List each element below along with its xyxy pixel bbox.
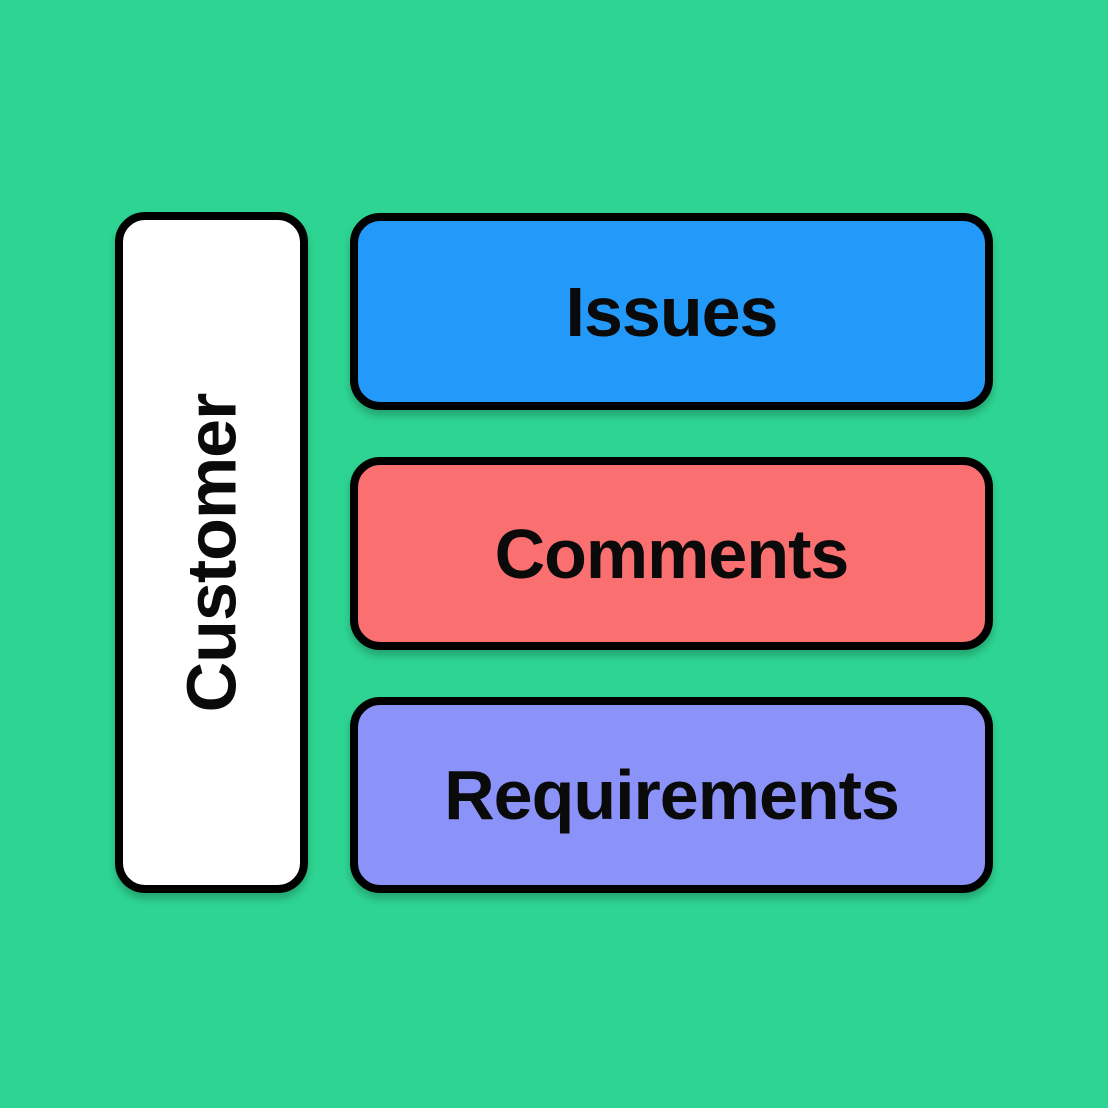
requirements-label: Requirements — [444, 756, 900, 834]
issues-box: Issues — [350, 213, 993, 410]
comments-box: Comments — [350, 457, 993, 650]
requirements-box: Requirements — [350, 697, 993, 893]
comments-label: Comments — [494, 514, 850, 593]
customer-lane-box: Customer — [115, 212, 308, 893]
issues-label: Issues — [565, 272, 779, 351]
customer-lane-label: Customer — [172, 393, 251, 712]
